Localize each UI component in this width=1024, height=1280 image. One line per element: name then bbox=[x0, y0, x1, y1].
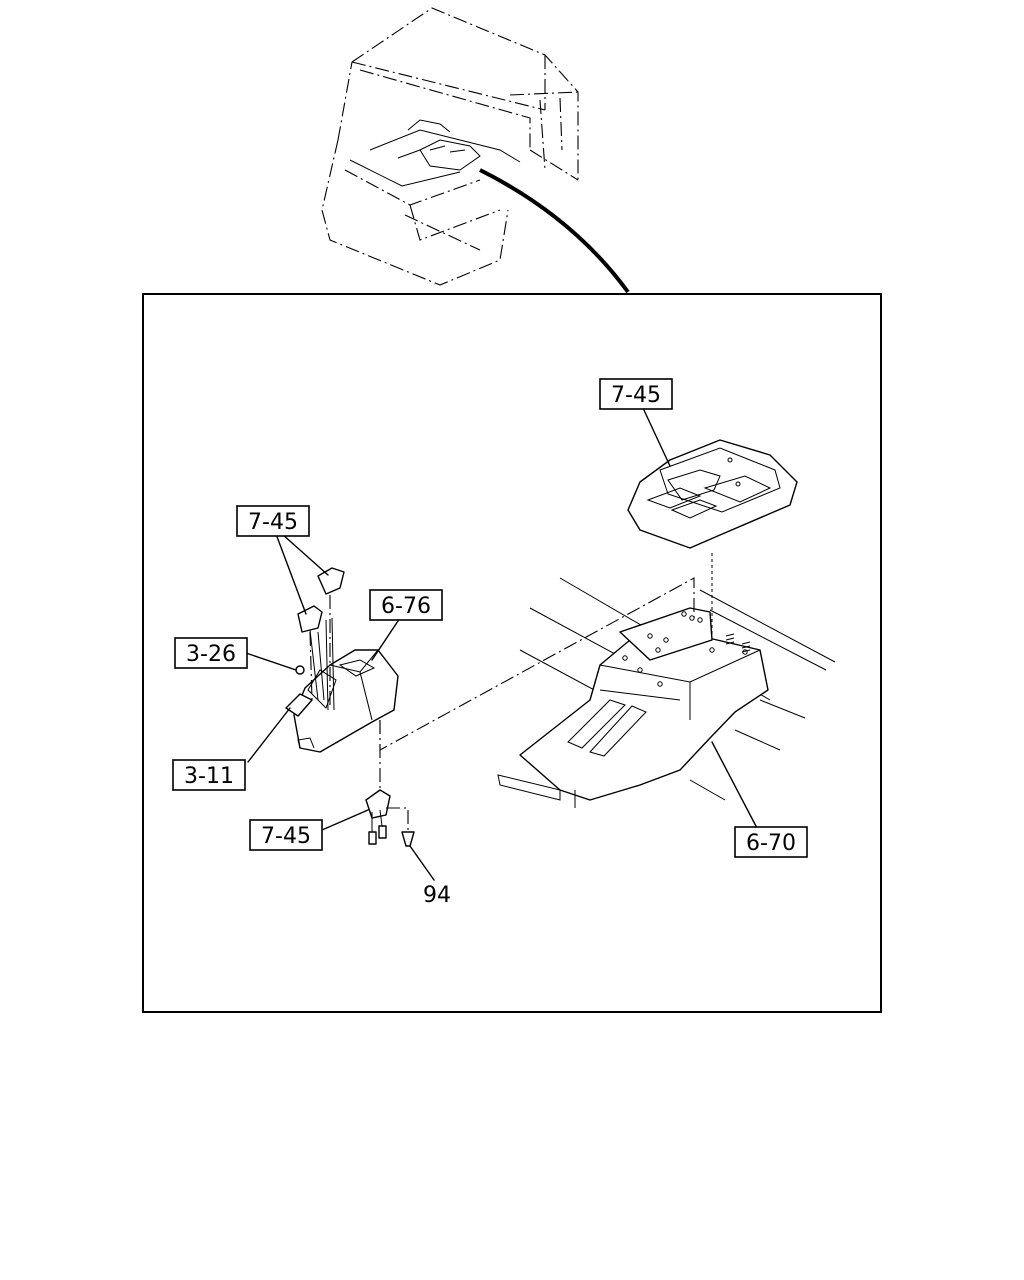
callout-6-76: 6-76 bbox=[369, 589, 443, 621]
callout-94: 94 bbox=[423, 883, 451, 908]
detail-frame bbox=[142, 293, 882, 1013]
callout-text: 7-45 bbox=[611, 383, 661, 408]
floor-console-base bbox=[497, 577, 836, 808]
callout-6-70: 6-70 bbox=[734, 826, 808, 858]
shift-console bbox=[285, 567, 399, 753]
callout-text: 6-76 bbox=[381, 594, 431, 619]
leader-lines bbox=[245, 407, 759, 881]
callout-text: 6-70 bbox=[746, 831, 796, 856]
callout-text: 3-11 bbox=[184, 764, 234, 789]
callout-text: 3-26 bbox=[186, 642, 236, 667]
callout-7-45-left: 7-45 bbox=[236, 505, 310, 537]
armrest-tray bbox=[627, 439, 798, 640]
callout-3-26: 3-26 bbox=[174, 637, 248, 669]
lower-bracket bbox=[365, 720, 415, 847]
callout-text: 7-45 bbox=[261, 824, 311, 849]
callout-text: 7-45 bbox=[248, 510, 298, 535]
assembly-line bbox=[379, 577, 695, 751]
callout-3-11: 3-11 bbox=[172, 759, 246, 791]
callout-7-45-top: 7-45 bbox=[599, 378, 673, 410]
callout-7-45-bottom: 7-45 bbox=[249, 819, 323, 851]
cab-overview bbox=[321, 7, 630, 294]
